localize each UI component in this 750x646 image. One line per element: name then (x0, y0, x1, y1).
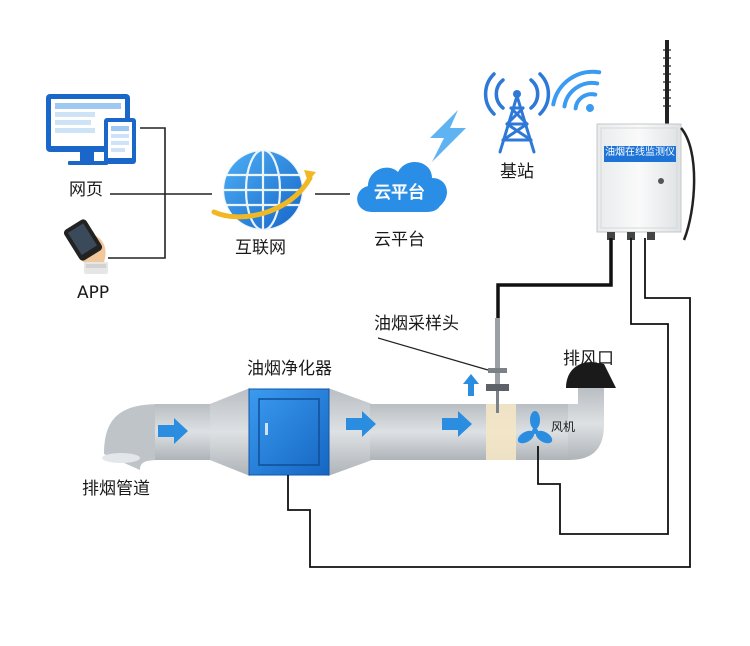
cloud-icon (357, 161, 447, 212)
webpage-label: 网页 (69, 180, 103, 200)
lightning-icon (430, 110, 466, 162)
fan-icon (517, 411, 553, 444)
sampling-probe (377, 318, 509, 413)
purifier-unit (248, 388, 330, 476)
internet-label: 互联网 (235, 238, 286, 258)
tablet-icon (104, 118, 136, 164)
tower-icon (483, 72, 551, 154)
exhaust-outlet-label: 排风口 (563, 349, 614, 369)
phone-icon (63, 219, 108, 274)
app-label: APP (77, 283, 110, 303)
wifi-icon (551, 69, 602, 112)
duct-label: 排烟管道 (82, 479, 150, 499)
fan-label: 风机 (551, 420, 576, 434)
globe-icon (211, 148, 316, 232)
antenna-icon (663, 40, 671, 130)
monitor-box (596, 123, 696, 241)
signal-wires (287, 238, 691, 568)
purifier-label: 油烟净化器 (247, 359, 332, 379)
flow-arrows (158, 374, 479, 444)
base-station-label: 基站 (500, 162, 534, 182)
monitor-box-label: 油烟在线监测仪 (605, 147, 675, 158)
sampling-head-label: 油烟采样头 (374, 314, 459, 334)
cloud-label: 云平台 (374, 230, 425, 250)
cloud-badge-label: 云平台 (374, 183, 425, 203)
network-lines (108, 127, 350, 259)
